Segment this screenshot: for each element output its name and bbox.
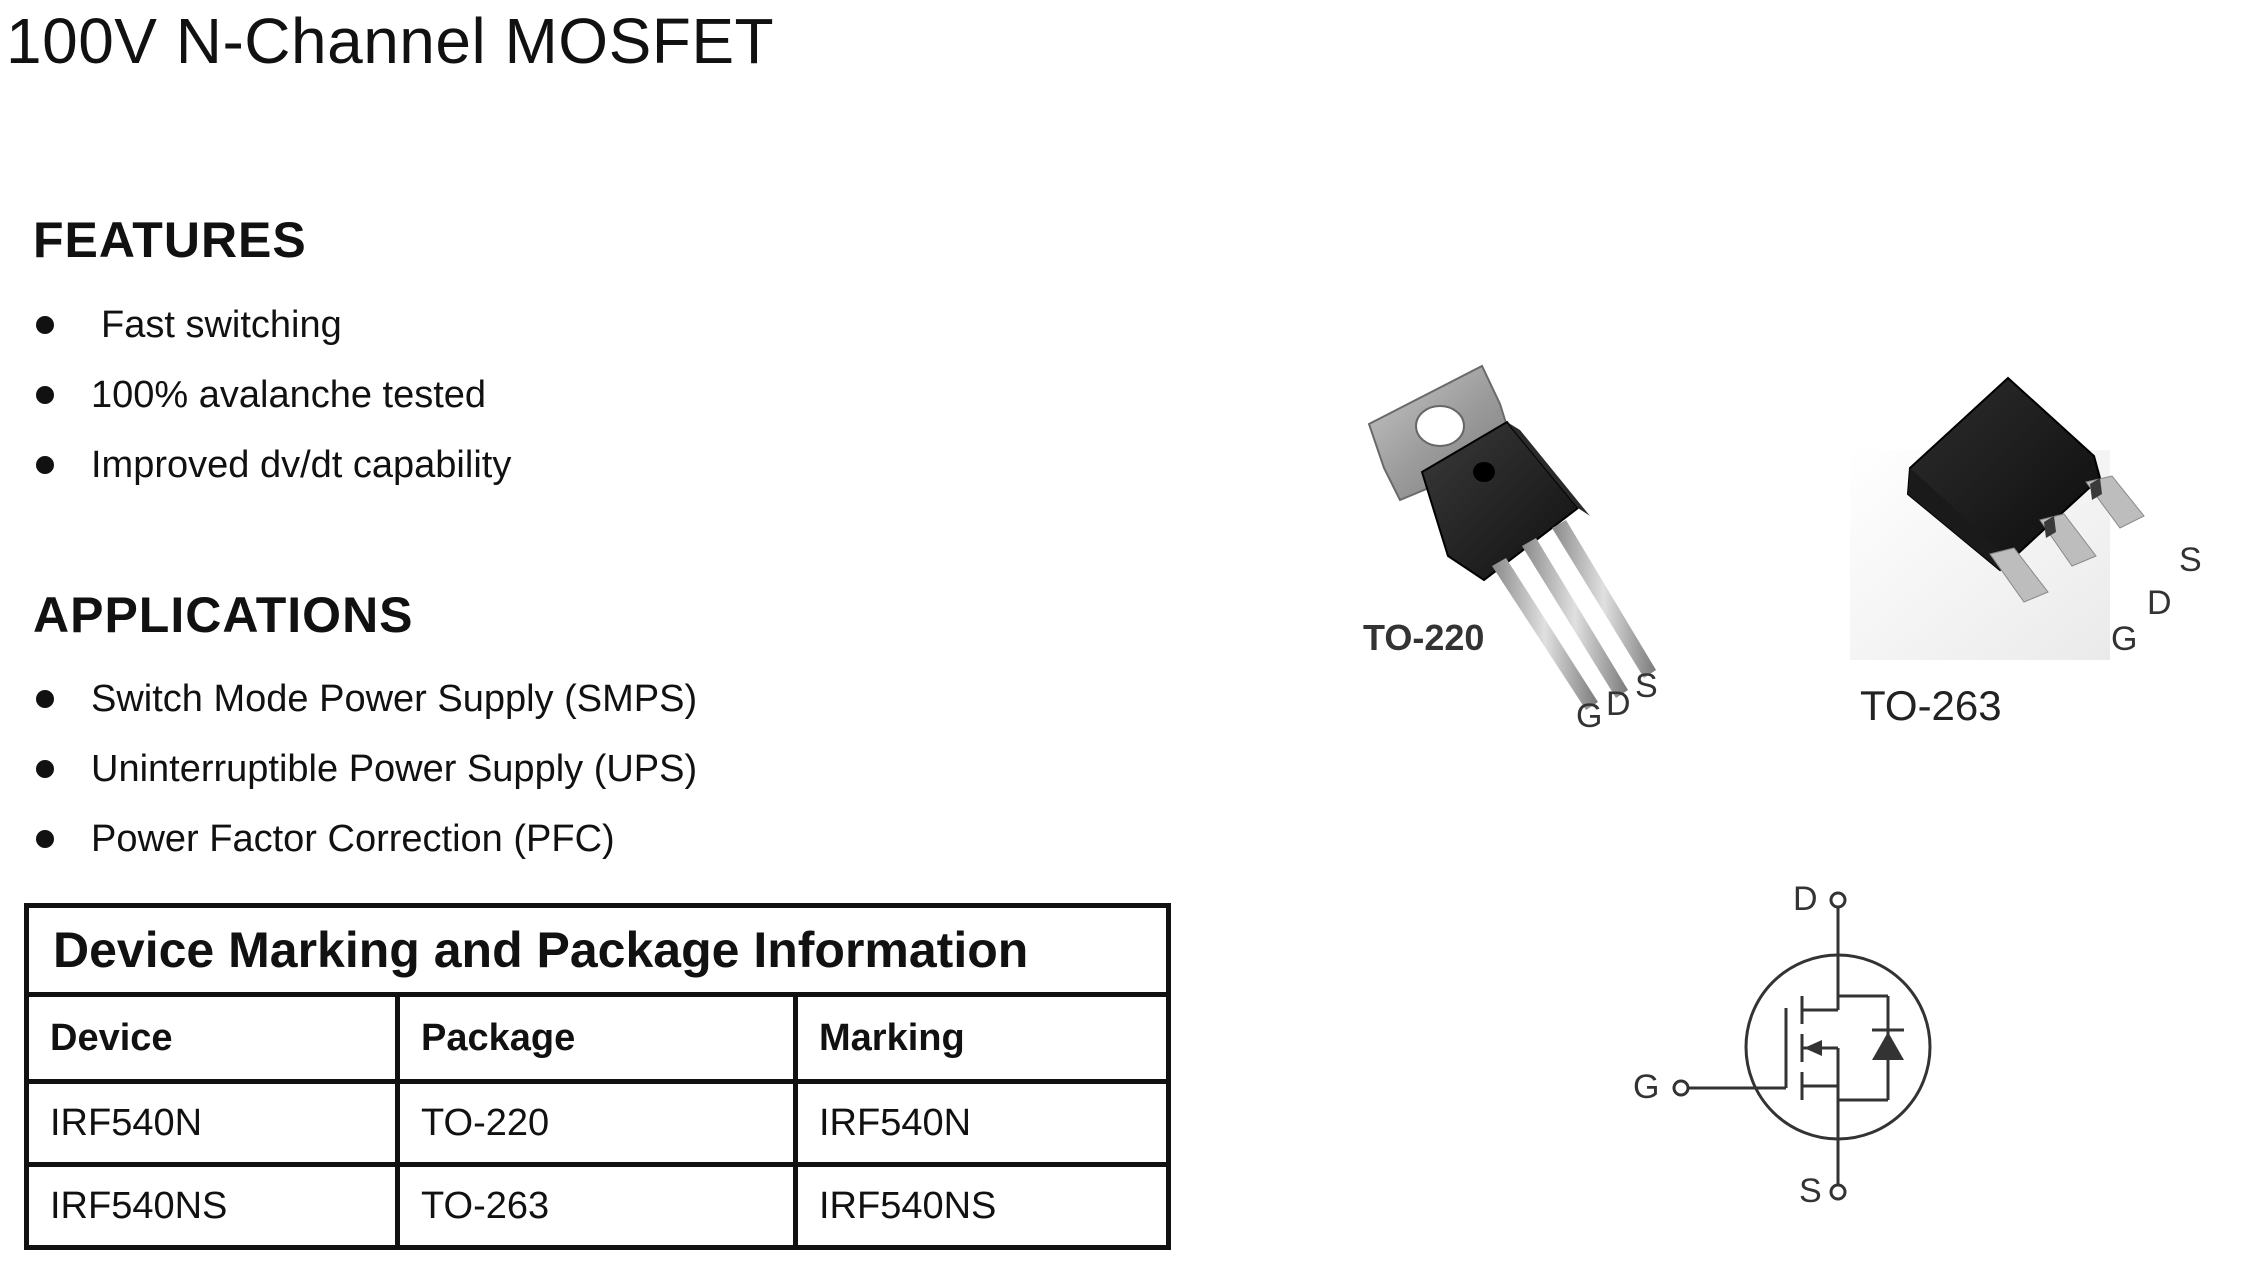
marking-cell: IRF540NS: [793, 1162, 1171, 1250]
to263-pin-s: S: [2179, 541, 2202, 579]
device-cell: IRF540N: [24, 1079, 400, 1167]
column-header: Package: [395, 992, 798, 1084]
table-header-row: Device Package Marking: [24, 992, 1171, 1084]
schematic-pin-s: S: [1799, 1172, 1822, 1210]
to220-pin-g: G: [1576, 697, 1603, 735]
bullet-dot-icon: [36, 830, 54, 848]
column-header: Device: [24, 992, 400, 1084]
to220-package-image: [1367, 364, 1656, 710]
feature-text: Fast switching: [101, 304, 342, 346]
to220-label: TO-220: [1363, 617, 1485, 658]
table-caption-row: Device Marking and Package Information: [24, 903, 1171, 997]
package-info-table: Device Marking and Package Information D…: [24, 903, 1171, 1250]
to263-label: TO-263: [1860, 682, 2002, 729]
to220-pin-d: D: [1606, 685, 1631, 723]
to220-pin-s: S: [1635, 667, 1658, 705]
table-row: IRF540N TO-220 IRF540N: [24, 1079, 1171, 1167]
feature-text: Improved dv/dt capability: [91, 444, 512, 486]
application-text: Power Factor Correction (PFC): [91, 818, 615, 860]
package-cell: TO-263: [395, 1162, 798, 1250]
table-row: IRF540NS TO-263 IRF540NS: [24, 1162, 1171, 1250]
schematic-pin-d: D: [1793, 880, 1818, 918]
bullet-dot-icon: [36, 690, 54, 708]
to263-pin-g: G: [2111, 620, 2138, 658]
device-cell: IRF540NS: [24, 1162, 400, 1250]
bullet-dot-icon: [36, 760, 54, 778]
bullet-dot-icon: [36, 316, 54, 334]
marking-cell: IRF540N: [793, 1079, 1171, 1167]
package-cell: TO-220: [395, 1079, 798, 1167]
column-header: Marking: [793, 992, 1171, 1084]
bullet-dot-icon: [36, 456, 54, 474]
to263-package-image: [1850, 376, 2145, 660]
feature-text: 100% avalanche tested: [91, 374, 487, 416]
table-caption: Device Marking and Package Information: [24, 903, 1171, 997]
application-text: Switch Mode Power Supply (SMPS): [91, 678, 698, 720]
mosfet-schematic-symbol: [1672, 891, 1932, 1201]
applications-heading: APPLICATIONS: [33, 587, 414, 643]
to263-pin-d: D: [2147, 584, 2172, 622]
page-title: 100V N-Channel MOSFET: [6, 5, 775, 77]
application-text: Uninterruptible Power Supply (UPS): [91, 748, 698, 790]
bullet-dot-icon: [36, 386, 54, 404]
features-heading: FEATURES: [33, 212, 307, 268]
schematic-pin-g: G: [1633, 1068, 1660, 1106]
